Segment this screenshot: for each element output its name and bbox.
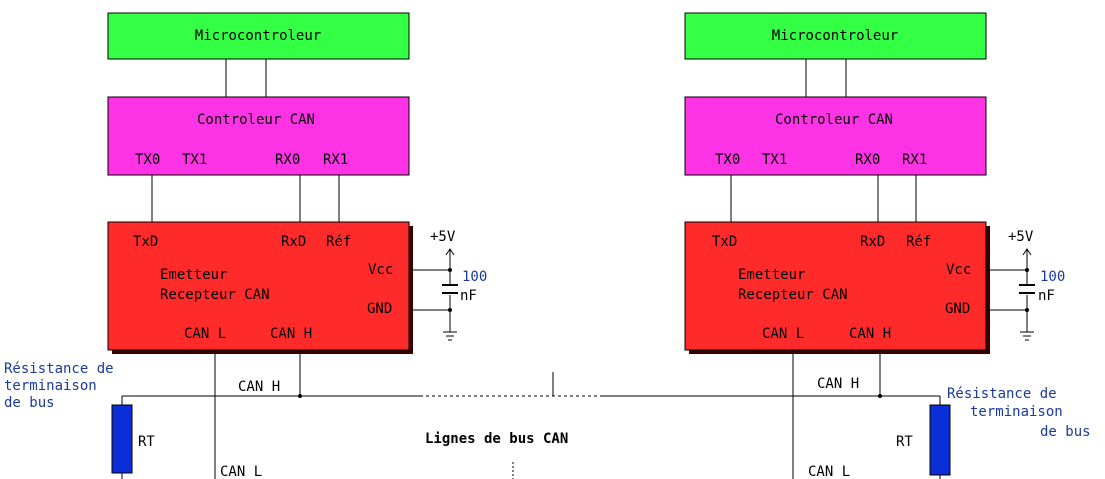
supply-label: +5V [1008,229,1034,245]
pin-gnd: GND [367,301,392,317]
bus-can-h-label: CAN H [817,376,859,392]
can-controller-title: Controleur CAN [197,112,315,128]
microcontroller-label: Microcontroleur [195,28,321,44]
microcontroller-box [684,12,987,60]
pin-rx0: RX0 [275,152,300,168]
termination-label-1: Résistance de [4,361,114,377]
capacitor-unit: nF [1038,288,1055,304]
can-controller-box [107,96,410,176]
pin-tx1: TX1 [182,152,207,168]
pin-txd: TxD [712,234,737,250]
transceiver-label-1: Emetteur [160,267,227,283]
can-controller-box [684,96,987,176]
transceiver-box [684,221,987,351]
pin-gnd: GND [945,301,970,317]
pin-txd: TxD [133,234,158,250]
pin-vcc: Vcc [368,262,393,278]
bus-can-h-label: CAN H [238,379,280,395]
capacitor-unit: nF [460,288,477,304]
termination-label-3: de bus [4,395,55,411]
microcontroller-label: Microcontroleur [772,28,898,44]
microcontroller-box [107,12,410,60]
can-node-right: Microcontroleur Controleur CAN TX0 TX1 R… [684,12,1091,479]
termination-label-1: Résistance de [947,386,1057,402]
bus-can-l-label: CAN L [220,464,262,479]
gnd-node [448,308,452,312]
pin-rx0: RX0 [855,152,880,168]
pin-can-l: CAN L [762,326,804,342]
termination-resistor [929,404,951,476]
termination-label-3: de bus [1040,424,1091,440]
termination-rt: RT [896,434,913,450]
termination-resistor [111,404,133,474]
pin-can-h: CAN H [270,326,312,342]
transceiver-label-2: Recepteur CAN [738,287,848,303]
vcc-node [1025,268,1029,272]
bus-can-l-label: CAN L [808,464,850,479]
can-controller-title: Controleur CAN [775,112,893,128]
pin-tx0: TX0 [715,152,740,168]
transceiver-label-1: Emetteur [738,267,805,283]
gnd-node [1025,308,1029,312]
pin-tx0: TX0 [135,152,160,168]
pin-can-l: CAN L [184,326,226,342]
pin-vcc: Vcc [946,262,971,278]
can-node-left: Microcontroleur Controleur CAN TX0 TX1 R… [4,12,487,479]
pin-rxd: RxD [860,234,885,250]
pin-can-h: CAN H [849,326,891,342]
can-h-junction [298,394,302,398]
pin-ref: Réf [326,234,351,250]
vcc-node [448,268,452,272]
capacitor-value: 100 [462,269,487,285]
pin-rx1: RX1 [323,152,348,168]
pin-rxd: RxD [281,234,306,250]
pin-tx1: TX1 [762,152,787,168]
transceiver-box [107,221,410,351]
termination-label-2: terminaison [4,378,97,394]
pin-rx1: RX1 [902,152,927,168]
bus-title: Lignes de bus CAN [425,431,568,447]
capacitor-value: 100 [1040,269,1065,285]
transceiver-label-2: Recepteur CAN [160,287,270,303]
termination-label-2: terminaison [970,404,1063,420]
supply-label: +5V [430,229,456,245]
termination-rt: RT [138,434,155,450]
pin-ref: Réf [906,234,931,250]
can-h-junction [878,394,882,398]
